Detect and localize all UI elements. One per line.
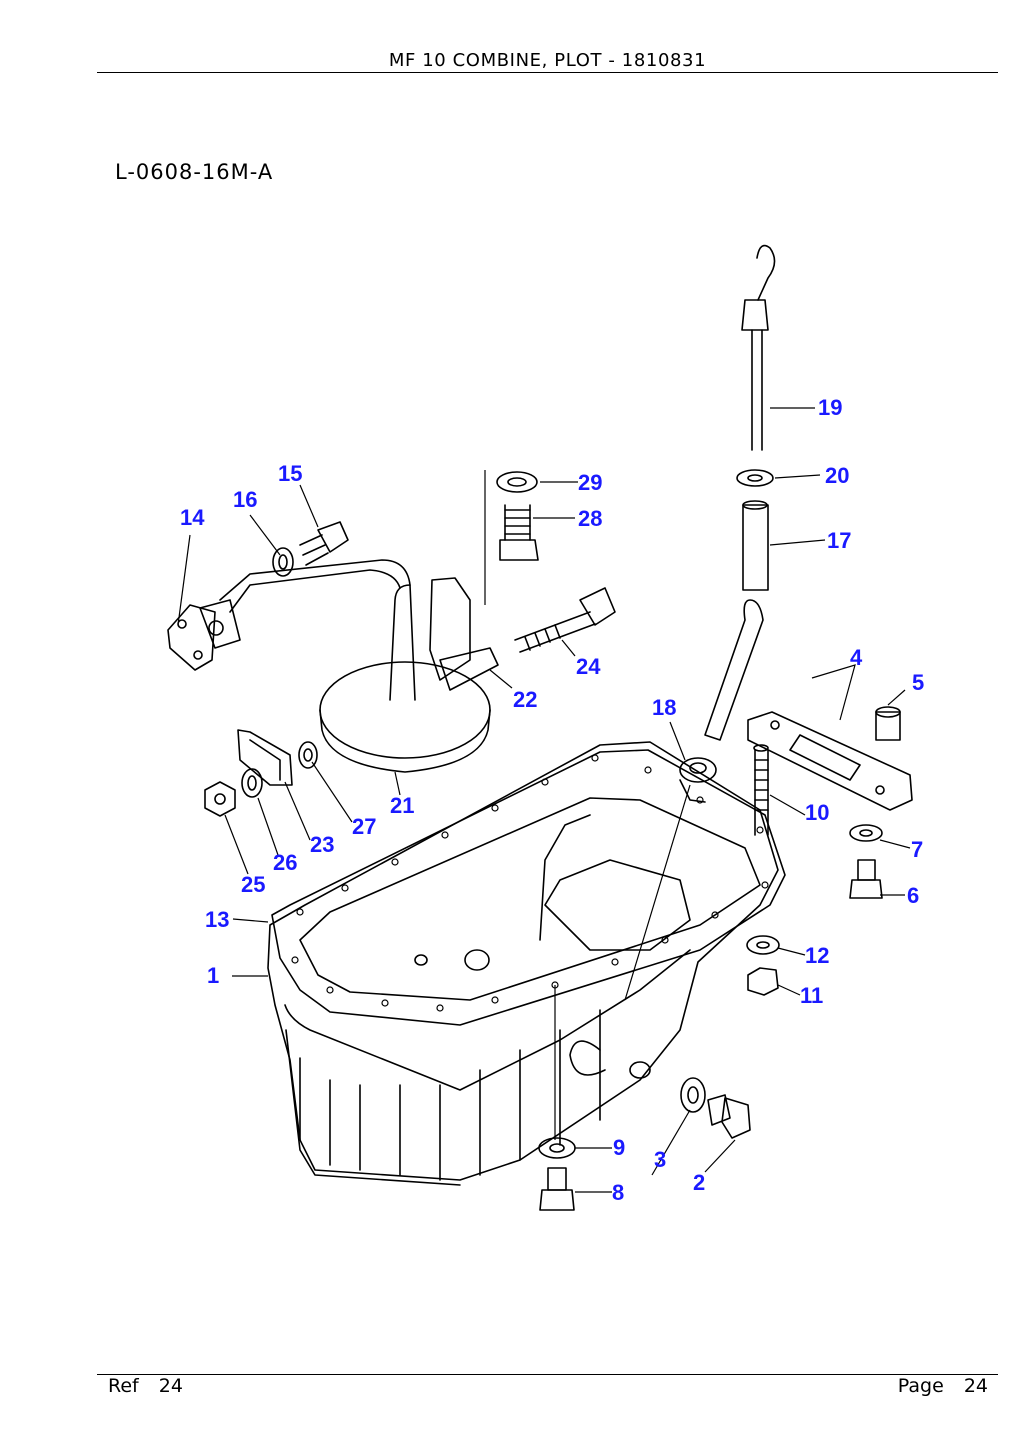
callout-14: 14 — [180, 505, 205, 530]
callout-4: 4 — [850, 645, 863, 670]
footer-page: Page 24 — [898, 1375, 988, 1397]
callout-17: 17 — [827, 528, 851, 553]
callout-29: 29 — [578, 470, 602, 495]
callout-21: 21 — [390, 793, 414, 818]
bolt-15-washer-16 — [272, 521, 349, 577]
callout-22: 22 — [513, 687, 537, 712]
bracket-4 — [747, 711, 913, 811]
bolt-24 — [514, 587, 616, 653]
strainer-flange — [167, 599, 241, 671]
drain-plug-2-washer-3 — [680, 1077, 751, 1139]
leader-lines — [177, 407, 911, 1193]
callout-5: 5 — [912, 670, 924, 695]
callout-3: 3 — [654, 1147, 666, 1172]
ref-label: Ref — [108, 1375, 139, 1397]
ref-value: 24 — [158, 1375, 183, 1397]
dipstick-assembly — [704, 244, 776, 741]
oil-pan-gasket — [271, 749, 786, 1026]
callout-labels: 1 2 3 4 5 6 7 8 9 10 11 12 13 14 15 16 1… — [180, 395, 924, 1205]
callout-12: 12 — [805, 943, 829, 968]
bolt-28-washer-29 — [496, 471, 539, 561]
callout-25: 25 — [241, 872, 265, 897]
page-title: MF 10 COMBINE, PLOT - 1810831 — [388, 50, 707, 71]
callout-28: 28 — [578, 506, 602, 531]
washer-9-bolt-8 — [538, 1137, 576, 1211]
plug-18 — [679, 757, 717, 803]
callout-6: 6 — [907, 883, 919, 908]
footer-divider — [97, 1374, 998, 1375]
callout-10: 10 — [805, 800, 829, 825]
callout-24: 24 — [576, 654, 601, 679]
footer-ref: Ref 24 — [108, 1375, 183, 1397]
oil-strainer — [219, 559, 499, 773]
stud-10 — [753, 744, 769, 836]
callout-27: 27 — [352, 814, 376, 839]
flange-bolt-holes — [291, 754, 769, 1012]
bracket-23 — [237, 729, 293, 786]
cap-5 — [875, 706, 901, 741]
callout-7: 7 — [911, 837, 923, 862]
callout-9: 9 — [613, 1135, 625, 1160]
callout-16: 16 — [233, 487, 257, 512]
page-label: Page — [897, 1375, 944, 1397]
callout-19: 19 — [818, 395, 842, 420]
callout-13: 13 — [205, 907, 229, 932]
oil-pan — [267, 741, 779, 1186]
page-number: 24 — [963, 1375, 988, 1397]
drawing-code: L-0608-16M-A — [115, 160, 274, 184]
washer-7-bolt-6 — [849, 824, 883, 899]
callout-2: 2 — [693, 1170, 705, 1195]
callout-20: 20 — [825, 463, 849, 488]
washer-12-nut-11 — [746, 935, 780, 996]
washer-26-nut-25 — [204, 768, 263, 817]
callout-11: 11 — [800, 983, 823, 1008]
callout-15: 15 — [278, 461, 302, 486]
callout-23: 23 — [310, 832, 334, 857]
washer-27 — [298, 741, 318, 769]
callout-8: 8 — [612, 1180, 624, 1205]
callout-18: 18 — [652, 695, 676, 720]
header-divider — [97, 72, 998, 73]
callout-1: 1 — [207, 963, 219, 988]
callout-26: 26 — [273, 850, 297, 875]
